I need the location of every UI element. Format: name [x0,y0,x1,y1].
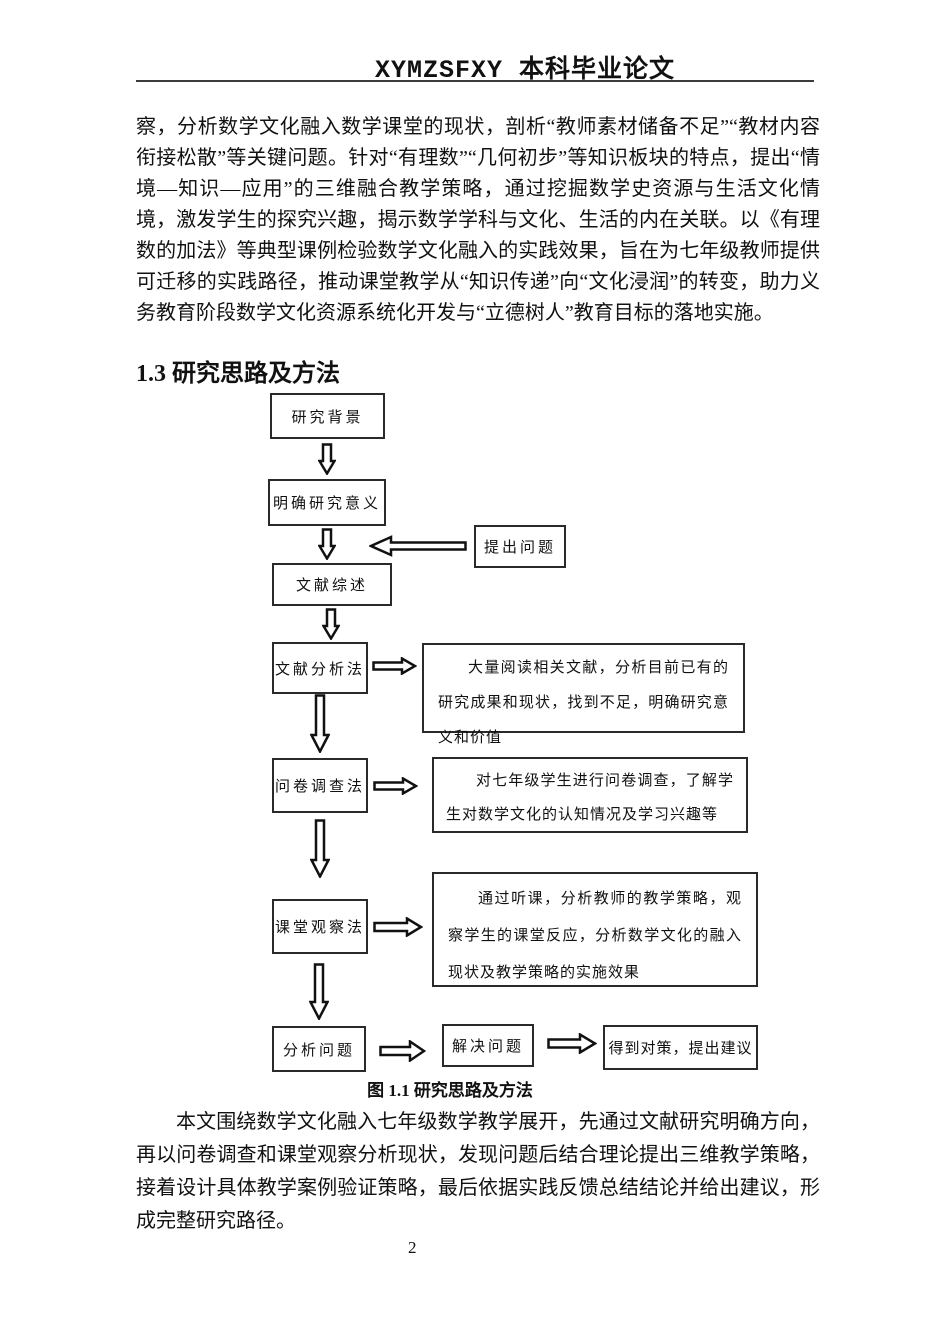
right-arrow-icon [379,1040,426,1062]
section-heading-1-3: 1.3 研究思路及方法 [136,361,340,387]
down-arrow-icon [322,608,340,640]
page-number: 2 [408,1238,417,1257]
down-arrow-icon [310,694,330,753]
flow-desc-literature-analysis: 大量阅读相关文献，分析目前已有的研究成果和现状，找到不足，明确研究意义和价值 [422,643,745,746]
flow-box-literature-analysis-method: 文献分析法 [272,642,368,694]
paragraph-1: 察，分析数学文化融入数学课堂的现状，剖析“教师素材储备不足”“教材内容衔接松散”… [136,116,820,324]
right-arrow-icon [373,777,418,795]
down-arrow-icon [318,443,336,475]
flow-box-questionnaire-method: 问卷调查法 [272,758,368,813]
header-divider [136,80,814,82]
left-arrow-icon [369,535,467,557]
right-arrow-icon [373,917,423,937]
down-arrow-icon [310,819,330,878]
right-arrow-icon [547,1033,597,1054]
right-arrow-icon [372,657,417,675]
figure-caption: 图 1.1 研究思路及方法 [367,1081,533,1100]
flow-box-classroom-observation-method: 课堂观察法 [272,899,368,954]
flow-desc-questionnaire: 对七年级学生进行问卷调查，了解学生对数学文化的认知情况及学习兴趣等 [432,757,748,833]
flow-box-research-background: 研究背景 [270,393,385,439]
flow-box-raise-questions: 提出问题 [474,525,566,568]
flow-box-conclusions: 得到对策，提出建议 [603,1025,758,1070]
down-arrow-icon [309,963,329,1020]
flow-desc-classroom-observation: 通过听课，分析教师的教学策略，观察学生的课堂反应，分析数学文化的融入现状及教学策… [432,872,758,987]
flow-box-literature-review: 文献综述 [272,563,392,606]
flow-box-analyze-problems: 分析问题 [272,1026,366,1072]
paragraph-2: 本文围绕数学文化融入七年级数学教学展开，先通过文献研究明确方向，再以问卷调查和课… [136,1111,820,1232]
flow-box-clarify-significance: 明确研究意义 [268,479,386,526]
flow-box-solve-problems: 解决问题 [442,1024,534,1067]
down-arrow-icon [318,528,336,560]
